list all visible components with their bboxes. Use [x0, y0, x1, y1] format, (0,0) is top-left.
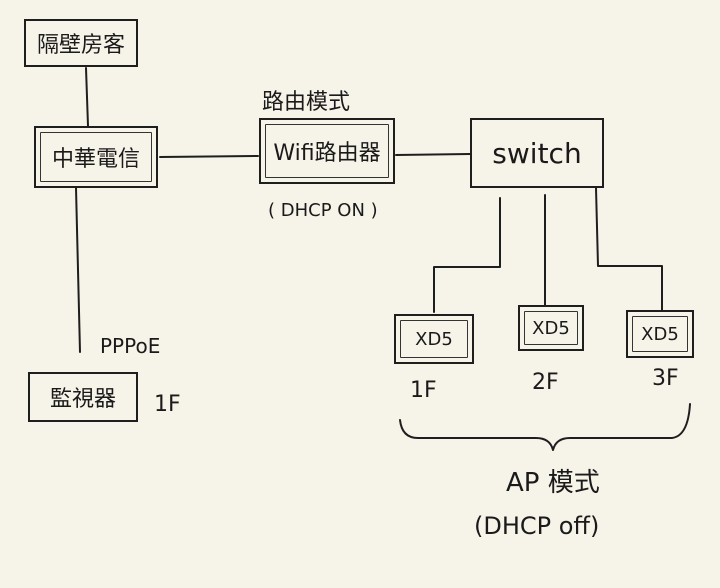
router-mode-label: 路由模式 [262, 90, 351, 115]
xd5-2f-node: XD5 [518, 305, 584, 351]
neighbor-room-label: 隔壁房客 [36, 33, 125, 58]
floor-2f-label: 2F [532, 370, 559, 395]
link-neighbor-cht [85, 67, 89, 127]
xd5-3f-node: XD5 [626, 310, 694, 358]
wifi-router-inner-frame [265, 124, 389, 178]
switch-label: switch [492, 136, 582, 170]
cht-node: 中華電信 [34, 126, 158, 188]
cht-inner-frame [40, 132, 152, 182]
ap-mode-brace [399, 403, 691, 451]
floor-3f-label: 3F [652, 366, 679, 391]
link-router-switch [395, 153, 471, 156]
ap-mode-label: AP 模式 [506, 468, 600, 498]
link-cht-router [159, 155, 259, 158]
wifi-router-label: Wifi路由器 [273, 141, 381, 166]
cht-label: 中華電信 [51, 147, 140, 172]
xd5-3f-label: XD5 [641, 323, 679, 345]
xd5-1f-label: XD5 [415, 328, 453, 350]
monitor-node: 監視器 [28, 372, 138, 422]
switch-node: switch [470, 118, 604, 188]
xd5-2f-label: XD5 [532, 317, 570, 339]
monitor-floor-label: 1F [154, 392, 181, 417]
xd5-2f-inner-frame [524, 311, 578, 345]
link-cht-monitor [75, 187, 81, 353]
link-switch-xd5-1f [433, 197, 501, 313]
floor-1f-label: 1F [410, 378, 437, 403]
link-switch-xd5-3f [595, 187, 663, 311]
xd5-3f-inner-frame [632, 316, 688, 352]
xd5-1f-node: XD5 [394, 314, 474, 364]
xd5-1f-inner-frame [400, 320, 468, 358]
monitor-label: 監視器 [49, 387, 116, 412]
neighbor-room-node: 隔壁房客 [24, 19, 138, 67]
pppoe-label: PPPoE [100, 334, 161, 358]
wifi-router-node: Wifi路由器 [259, 118, 395, 184]
dhcp-off-label: (DHCP off) [474, 512, 600, 540]
dhcp-on-label: ( DHCP ON ) [268, 200, 378, 221]
